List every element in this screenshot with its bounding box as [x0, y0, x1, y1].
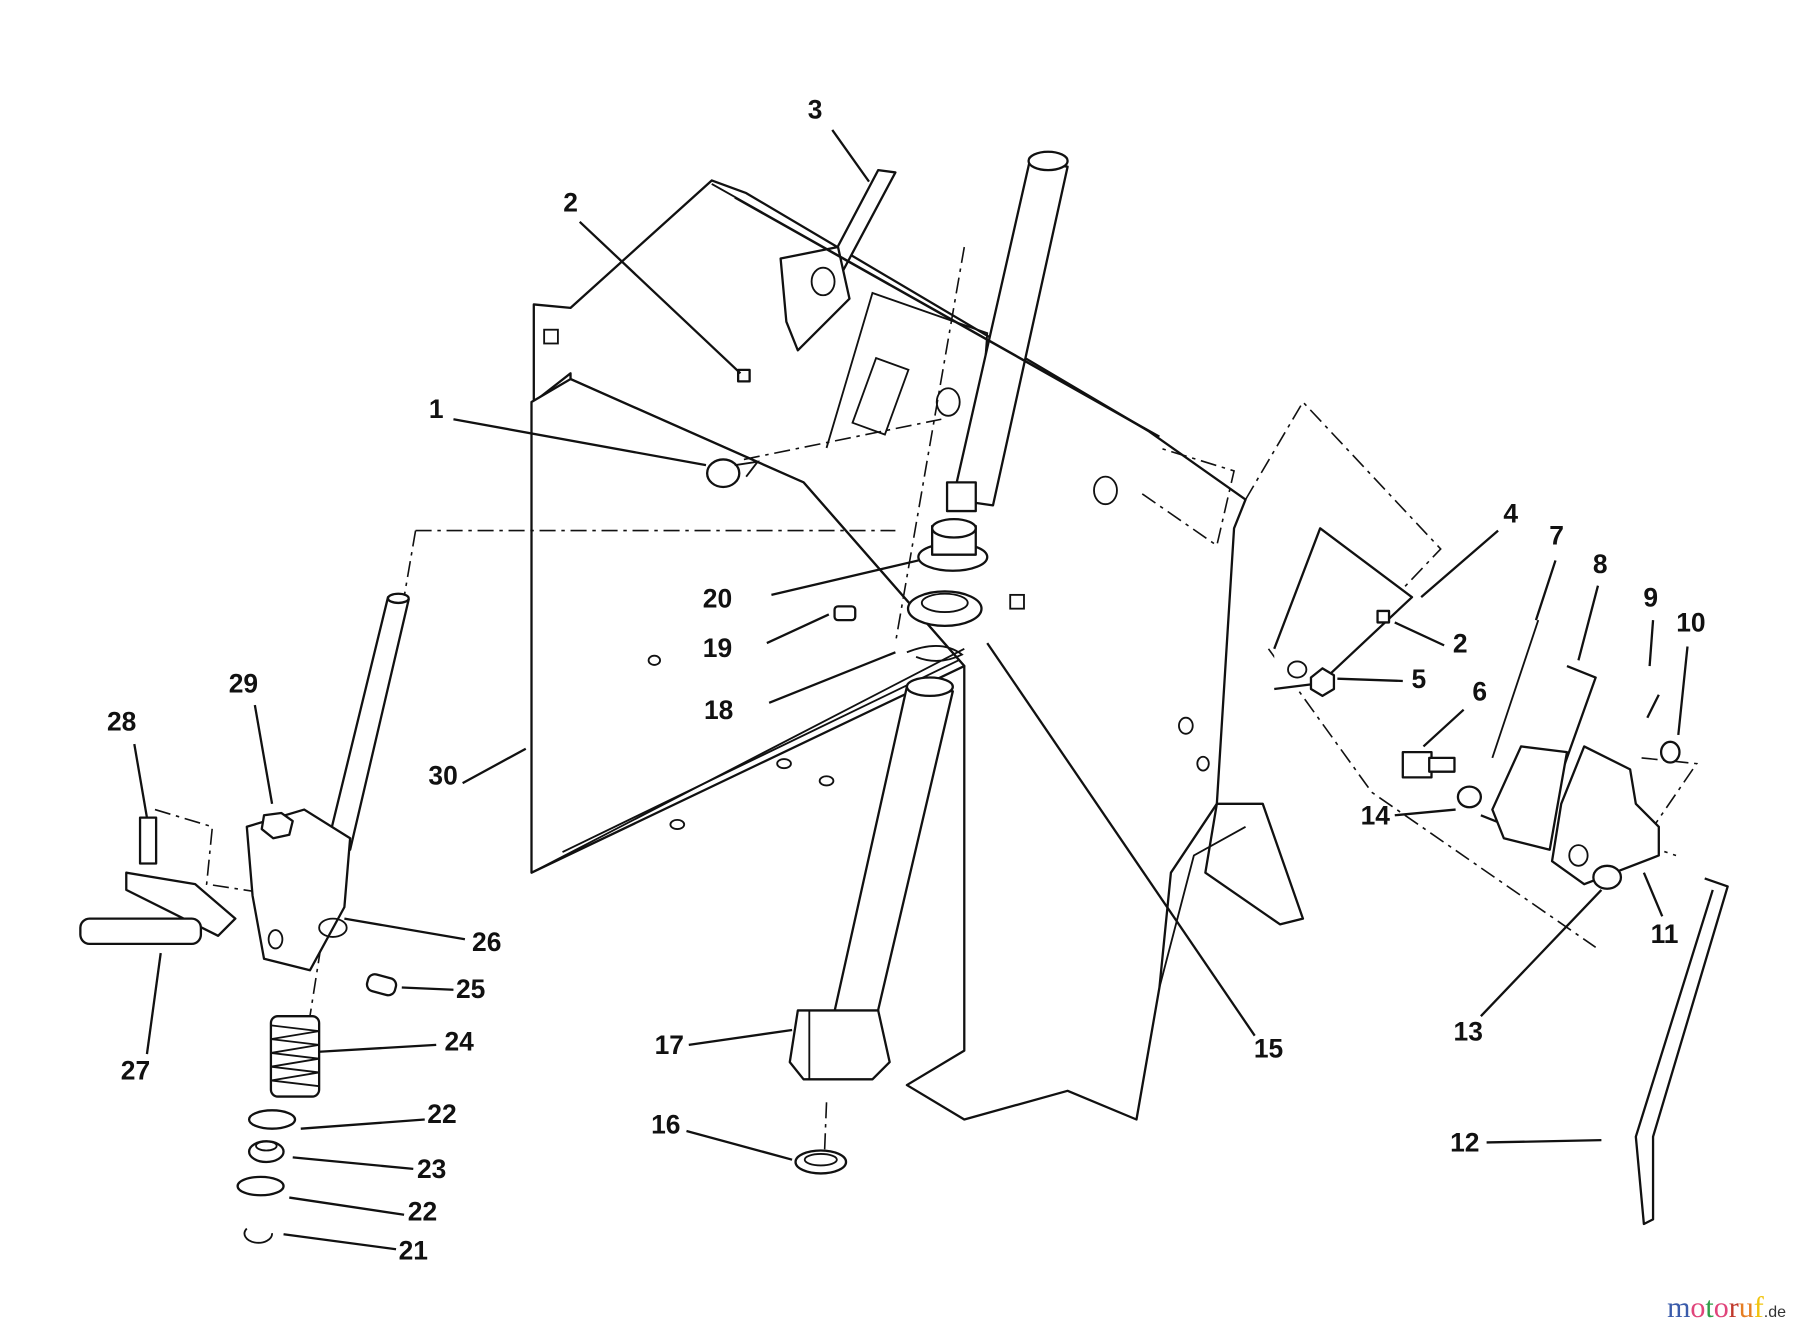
watermark-letter: u: [1738, 1291, 1754, 1324]
callout-22: 22: [408, 1197, 437, 1227]
bushing-part-20: [917, 517, 989, 572]
bracket-upper: [711, 183, 1160, 438]
callout-30: 30: [428, 760, 457, 790]
arm-bracket: [125, 871, 237, 937]
callout-26: 26: [472, 927, 501, 957]
callout-29: 29: [229, 669, 258, 699]
lever-part-11: [1550, 745, 1660, 886]
dash-panel-part-30: [530, 179, 1305, 1121]
callout-16: 16: [651, 1109, 680, 1139]
callout-12: 12: [1450, 1128, 1479, 1158]
watermark-letter: o: [1713, 1291, 1729, 1324]
spacer-part-13: [1592, 864, 1623, 890]
callout-15: 15: [1254, 1034, 1283, 1064]
spring-part-24: [269, 1015, 321, 1098]
watermark-letter: f: [1753, 1291, 1764, 1324]
leader-lines: [133, 129, 1689, 1251]
collar-part-15: [906, 590, 983, 628]
ring-part-18: [906, 645, 964, 662]
callout-27: 27: [121, 1055, 150, 1085]
bolt-part-6: [1401, 751, 1456, 779]
setscrew-part-2b: [1376, 609, 1391, 624]
watermark-logo: motoruf.de: [1667, 1291, 1786, 1325]
rod-part-12: [1634, 877, 1729, 1226]
callout-labels: 3 2 1 20 19 18 30 29 28 26 25 27 24 22 2…: [107, 95, 1706, 1266]
callout-20: 20: [703, 584, 732, 614]
callout-17: 17: [655, 1030, 684, 1060]
callout-18: 18: [704, 695, 733, 725]
washer-part-14: [1456, 785, 1483, 809]
watermark-letter: o: [1690, 1291, 1706, 1324]
watermark-text: motoruf: [1667, 1291, 1764, 1325]
nut-part-29: [260, 811, 294, 840]
rod-part-27: [79, 917, 203, 946]
callout-2: 2: [1453, 628, 1468, 658]
pinion-gear-part-17: [788, 1009, 891, 1081]
bracket-plate: [1491, 745, 1569, 851]
e-ring-part-21: [243, 1227, 273, 1244]
callout-21: 21: [399, 1236, 428, 1266]
callout-10: 10: [1676, 608, 1705, 638]
pin-part-25: [365, 973, 398, 997]
steering-column-upper: [945, 150, 1069, 513]
brace-part-4: [1273, 527, 1414, 691]
washer-part-10: [1659, 740, 1681, 764]
callout-1: 1: [429, 394, 444, 424]
callout-24: 24: [445, 1027, 475, 1057]
shaft-part-left: [326, 592, 410, 851]
pin-part-9: [1646, 694, 1660, 719]
callout-2: 2: [563, 188, 578, 218]
pivot-block-part-26: [245, 808, 352, 972]
callout-3: 3: [808, 95, 823, 125]
washer-part-16: [794, 1149, 848, 1175]
callout-5: 5: [1412, 664, 1427, 694]
callout-23: 23: [417, 1154, 446, 1184]
watermark-suffix: .de: [1763, 1304, 1786, 1321]
clevis-pin-part-1: [705, 458, 760, 489]
callout-8: 8: [1593, 549, 1608, 579]
callout-4: 4: [1503, 499, 1518, 529]
watermark-letter: r: [1728, 1291, 1739, 1324]
callout-14: 14: [1361, 801, 1391, 831]
callout-13: 13: [1454, 1016, 1483, 1046]
callout-9: 9: [1643, 582, 1658, 612]
callout-28: 28: [107, 706, 136, 736]
callout-25: 25: [456, 974, 485, 1004]
setscrew-part-2: [736, 368, 751, 383]
washer-part-22b: [236, 1175, 285, 1197]
spring-part-7: [1491, 619, 1540, 759]
washer-part-22a: [247, 1109, 297, 1130]
watermark-letter: m: [1667, 1291, 1691, 1324]
bolt-part-28: [138, 816, 158, 865]
setscrew-part-19: [833, 605, 857, 622]
watermark-letter: t: [1705, 1291, 1714, 1324]
callout-6: 6: [1472, 677, 1487, 707]
callout-22: 22: [427, 1099, 456, 1129]
nut-part-5: [1309, 667, 1336, 698]
bushing-part-23: [247, 1140, 285, 1164]
callout-19: 19: [703, 633, 732, 663]
callout-7: 7: [1549, 520, 1564, 550]
callout-11: 11: [1651, 919, 1679, 949]
